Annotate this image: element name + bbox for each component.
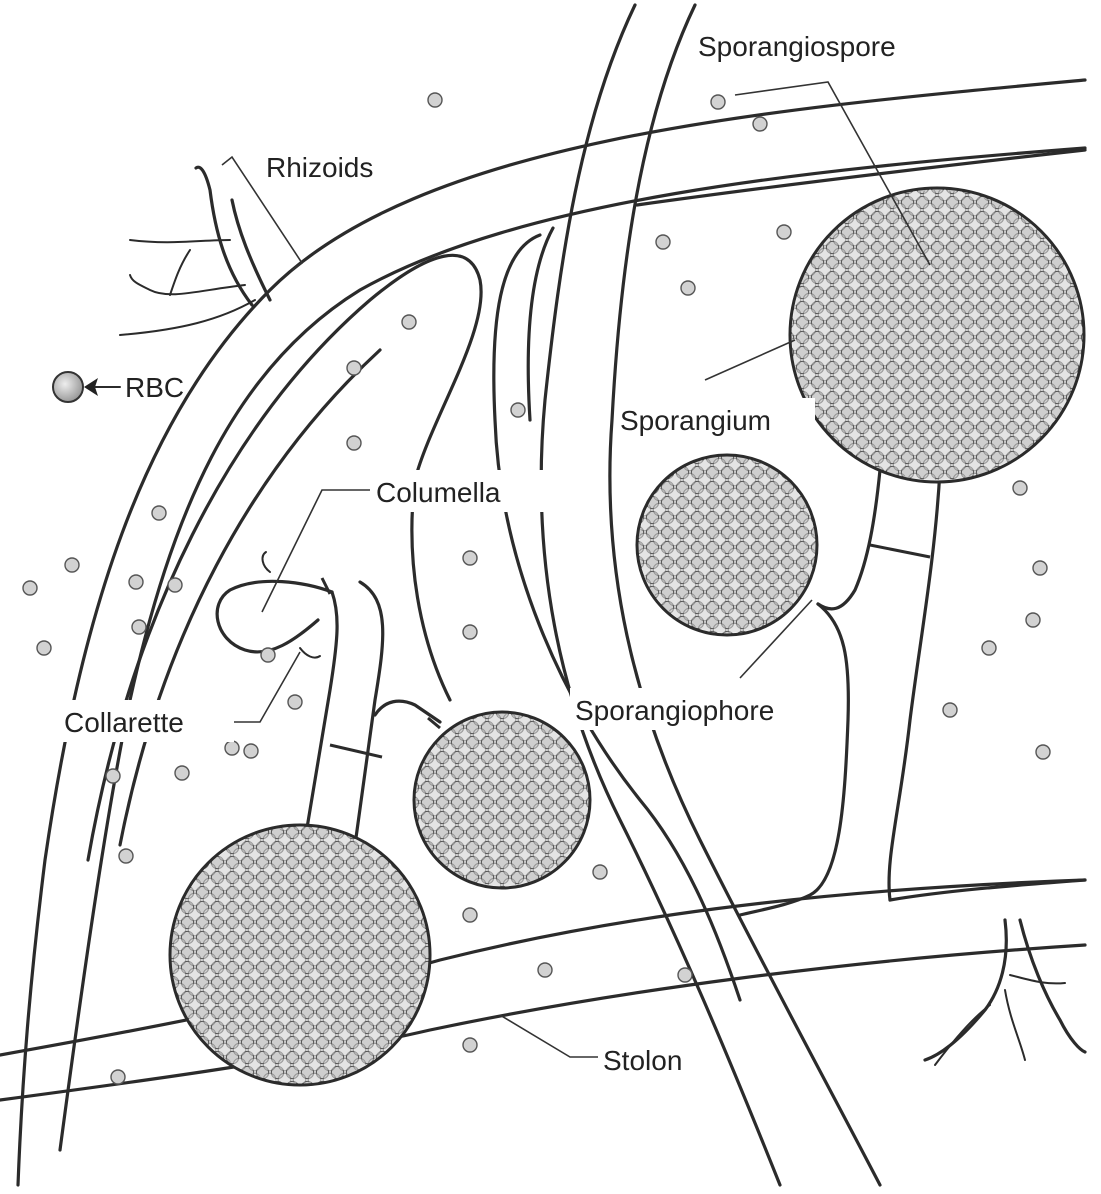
right-sporangiophore-left [818, 470, 880, 609]
label-columella: Columella [376, 477, 501, 508]
free-spore [1013, 481, 1027, 495]
free-spore [225, 741, 239, 755]
hyphae [0, 5, 1085, 1185]
free-spore [463, 625, 477, 639]
label-sporangiospore: Sporangiospore [698, 31, 896, 62]
free-spore [261, 648, 275, 662]
free-spore [65, 558, 79, 572]
free-spore [538, 963, 552, 977]
rhizoids-top-left-c [130, 240, 230, 242]
free-spore [463, 1038, 477, 1052]
columella-septum [322, 578, 330, 594]
sporangium-large-bottom [170, 825, 430, 1085]
label-collarette: Collarette [64, 707, 184, 738]
label-sporangiophore: Sporangiophore [575, 695, 774, 726]
free-spore [111, 1070, 125, 1084]
label-sporangium: Sporangium [620, 405, 771, 436]
free-spore [152, 506, 166, 520]
free-spore [402, 315, 416, 329]
right-sporangiophore-right [889, 470, 940, 900]
free-spore [168, 578, 182, 592]
leader-collarette [232, 652, 300, 722]
middle-sporangiophore-inner [412, 480, 450, 700]
label-rbc: RBC [125, 372, 184, 403]
free-spore [428, 93, 442, 107]
rhizoids-top-left-f [170, 250, 190, 295]
collarette-bottom [300, 648, 320, 658]
label-rhizoids: Rhizoids [266, 152, 373, 183]
free-spore [511, 403, 525, 417]
free-spore [943, 703, 957, 717]
sporangium-large-right [790, 188, 1084, 482]
rbc [53, 372, 120, 402]
free-spore [1036, 745, 1050, 759]
rhizoids-bottom-right-c [1005, 990, 1025, 1060]
free-spore [1026, 613, 1040, 627]
free-spore [175, 766, 189, 780]
free-spore [119, 849, 133, 863]
leader-sporangium [705, 340, 795, 380]
free-spore [288, 695, 302, 709]
collarette-top [263, 552, 270, 572]
rhizoids-top-left-d [130, 275, 245, 294]
free-spore [678, 968, 692, 982]
inner-branch-inner [120, 350, 380, 845]
free-spore [711, 95, 725, 109]
free-spore [347, 436, 361, 450]
free-spore [132, 620, 146, 634]
rhizoids-bottom-right-a [925, 920, 1006, 1060]
center-loop-inner [528, 228, 553, 420]
free-spore [129, 575, 143, 589]
free-spore [656, 235, 670, 249]
sporangium-middle [414, 712, 590, 888]
columella-stalk-right [355, 582, 383, 845]
columella-stalk-left [305, 592, 337, 840]
free-spore [37, 641, 51, 655]
label-stolon: Stolon [603, 1045, 682, 1076]
right-lower-branch [740, 604, 848, 915]
free-spore [982, 641, 996, 655]
leader-columella [262, 490, 370, 612]
free-spore [753, 117, 767, 131]
sporangium-medium-right [637, 455, 817, 635]
free-spore [23, 581, 37, 595]
right-upper-hypha [637, 150, 1085, 205]
free-spore [244, 744, 258, 758]
rhizoids-bottom-right-b [1020, 920, 1085, 1052]
free-spore [347, 361, 361, 375]
free-spore [1033, 561, 1047, 575]
leader-stolon [500, 1015, 598, 1057]
free-spore [681, 281, 695, 295]
free-spore [106, 769, 120, 783]
free-spore [593, 865, 607, 879]
free-spore [463, 908, 477, 922]
rbc-cell [53, 372, 83, 402]
columella-head [217, 581, 332, 652]
free-spore [463, 551, 477, 565]
right-septum [870, 545, 930, 557]
middle-septum-a [330, 745, 382, 757]
free-spore [777, 225, 791, 239]
